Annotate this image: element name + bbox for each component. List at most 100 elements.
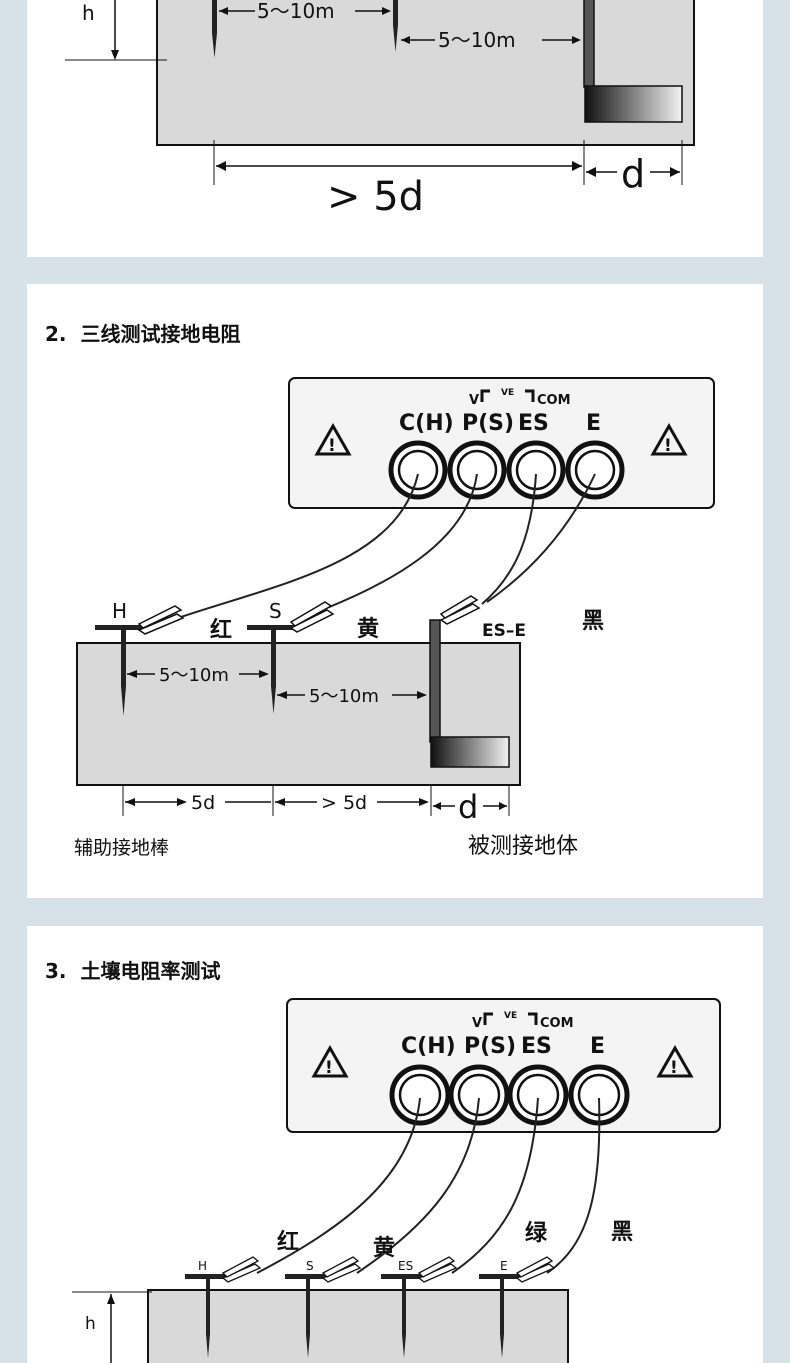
section-3-title: 3. 土壤电阻率测试 bbox=[45, 955, 220, 984]
diagram-card-3: 3. 土壤电阻率测试 ! ! V VE COM C(H) P(S) ES E 红… bbox=[27, 926, 763, 1363]
warning-icon: ! bbox=[314, 422, 352, 456]
dist1-label: 5～10m bbox=[159, 665, 229, 686]
wire-yellow-label: 黄 bbox=[357, 617, 379, 642]
arrow-up-icon bbox=[107, 1294, 115, 1304]
diagram-card-1: h 5～10m 5～10m > 5d bbox=[27, 0, 763, 257]
probe-s-label: S bbox=[269, 599, 282, 623]
clip-icon bbox=[289, 601, 335, 633]
terminal-ps[interactable] bbox=[448, 1064, 510, 1126]
diagram-card-2: 2. 三线测试接地电阻 ! ! V VE COM C(H) P(S) ES E bbox=[27, 284, 763, 898]
ve-bracket-right bbox=[528, 1012, 538, 1025]
d-label: d bbox=[621, 152, 645, 196]
arrow-right-icon bbox=[419, 798, 429, 806]
probe-h: H bbox=[185, 1256, 262, 1358]
arrow-left-icon bbox=[586, 167, 596, 177]
probe-e-label: E bbox=[500, 1259, 508, 1273]
section-3-number: 3. bbox=[45, 959, 67, 983]
arrow-left-icon bbox=[219, 7, 228, 15]
probe-h-rod bbox=[121, 630, 126, 686]
target-body-label: 被测接地体 bbox=[468, 834, 578, 859]
warning-icon: ! bbox=[650, 422, 688, 456]
arrow-right-icon bbox=[259, 670, 269, 678]
dist2-label: 5～10m bbox=[309, 686, 379, 707]
es-e-label: ES–E bbox=[482, 621, 526, 641]
spike-s bbox=[393, 0, 398, 25]
terminal-ch[interactable] bbox=[389, 1064, 451, 1126]
terminal-e-label: E bbox=[586, 411, 601, 436]
wire-black bbox=[486, 473, 596, 603]
terminal-ps-label: P(S) bbox=[462, 411, 514, 436]
wire-yellow bbox=[356, 1097, 480, 1274]
section-2-title: 2. 三线测试接地电阻 bbox=[45, 318, 240, 347]
arrow-right-icon bbox=[572, 36, 581, 44]
probe-h-label: H bbox=[198, 1259, 207, 1273]
arrow-right-icon bbox=[382, 7, 391, 15]
wire-red bbox=[171, 473, 419, 621]
svg-text:!: ! bbox=[670, 1058, 678, 1078]
arrow-right-icon bbox=[499, 802, 507, 810]
ve-v-label: V bbox=[472, 1016, 482, 1031]
terminal-ps-label: P(S) bbox=[464, 1034, 516, 1059]
terminal-es-label: ES bbox=[521, 1034, 552, 1059]
svg-text:!: ! bbox=[328, 436, 336, 456]
probe-s-rod bbox=[271, 630, 276, 686]
ground-block bbox=[147, 1289, 569, 1363]
electrode-plate bbox=[430, 736, 510, 768]
probe-h-tip bbox=[121, 686, 126, 716]
spike-s-tip bbox=[393, 25, 398, 52]
terminal-ch-label: C(H) bbox=[401, 1034, 456, 1059]
ve-bracket-left bbox=[483, 1012, 493, 1025]
terminal-es-label: ES bbox=[518, 411, 549, 436]
terminal-es[interactable] bbox=[507, 1064, 569, 1126]
terminal-ps[interactable] bbox=[447, 440, 507, 500]
ve-mid-label: VE bbox=[501, 388, 514, 398]
terminal-e[interactable] bbox=[565, 440, 625, 500]
wire-black bbox=[546, 1097, 601, 1274]
h-label: h bbox=[82, 1, 95, 25]
wire-red-label: 红 bbox=[277, 1229, 299, 1255]
terminal-e-label: E bbox=[590, 1034, 605, 1059]
probe-h-handle bbox=[95, 625, 147, 630]
probe-e: E bbox=[479, 1256, 556, 1358]
section-2-heading: 三线测试接地电阻 bbox=[80, 322, 241, 346]
svg-text:!: ! bbox=[664, 436, 672, 456]
wire-red bbox=[256, 1097, 421, 1274]
h-arrow-icon bbox=[111, 50, 119, 60]
h-label: h bbox=[85, 1314, 96, 1334]
wire-green bbox=[481, 473, 537, 605]
wire-yellow-label: 黄 bbox=[373, 1236, 395, 1261]
ve-v-label: V bbox=[469, 393, 479, 408]
electrode-rod bbox=[583, 0, 595, 88]
arrow-right-icon bbox=[670, 167, 680, 177]
arrow-left-icon bbox=[216, 161, 226, 171]
terminal-es[interactable] bbox=[506, 440, 566, 500]
wire-yellow bbox=[316, 473, 478, 613]
terminal-ch-label: C(H) bbox=[399, 411, 454, 436]
dim2-label: > 5d bbox=[321, 792, 367, 814]
probe-s: S bbox=[285, 1256, 362, 1358]
ve-bracket-left bbox=[480, 389, 490, 402]
spike-h bbox=[212, 0, 217, 33]
probe-s-handle bbox=[247, 625, 299, 630]
dist2-label: 5～10m bbox=[438, 28, 516, 52]
arrow-right-icon bbox=[177, 798, 187, 806]
arrow-right-icon bbox=[417, 691, 427, 699]
diagram-3-canvas: ! ! V VE COM C(H) P(S) ES E 红 黄 绿 黑 h bbox=[72, 998, 721, 1363]
probe-s-label: S bbox=[306, 1259, 314, 1273]
arrow-right-icon bbox=[572, 161, 582, 171]
wire-green bbox=[451, 1097, 539, 1274]
aux-rod-label: 辅助接地棒 bbox=[74, 837, 169, 859]
wire-green-label: 绿 bbox=[525, 1220, 548, 1246]
section-3-heading: 土壤电阻率测试 bbox=[80, 959, 221, 983]
section-2-number: 2. bbox=[45, 322, 67, 346]
ve-com-label: COM bbox=[537, 393, 571, 408]
d-label: d bbox=[458, 788, 478, 826]
terminal-ch[interactable] bbox=[388, 440, 448, 500]
clip-icon bbox=[137, 605, 185, 635]
electrode-rod bbox=[429, 619, 441, 743]
ground-block bbox=[156, 0, 695, 146]
svg-text:!: ! bbox=[325, 1058, 333, 1078]
wire-black-label: 黑 bbox=[611, 1220, 633, 1245]
gt5d-label: > 5d bbox=[327, 174, 424, 220]
clip-icon bbox=[439, 595, 481, 625]
